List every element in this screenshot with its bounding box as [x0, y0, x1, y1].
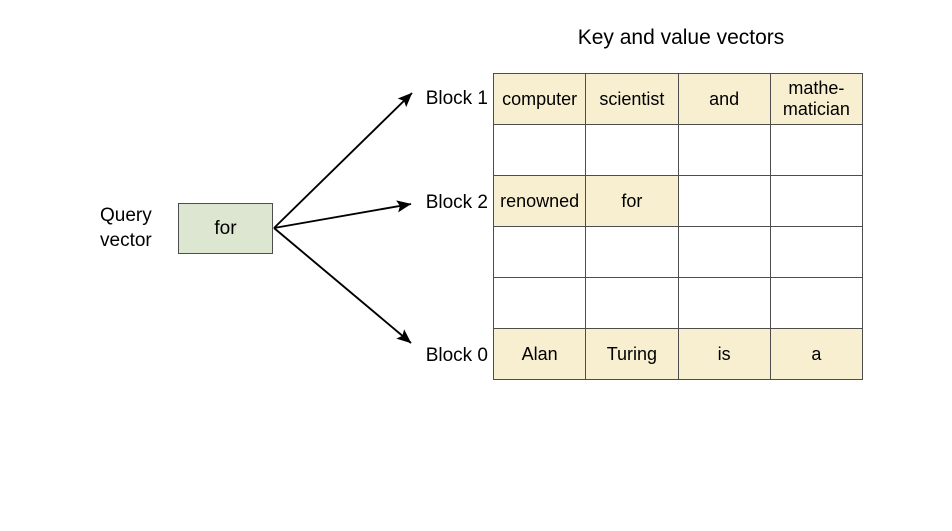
query-vector-label: Query vector: [100, 203, 176, 253]
block-label-2: Block 2: [425, 192, 488, 213]
query-vector-label-line2: vector: [100, 230, 152, 251]
table-cell: [585, 277, 679, 329]
block-label-0: Block 0: [425, 345, 488, 366]
page-title: Key and value vectors: [577, 26, 785, 49]
table-cell: for: [585, 175, 679, 227]
table-cell: [677, 226, 771, 278]
table-cell: is: [677, 328, 771, 380]
table-cell: [677, 124, 771, 176]
table-cell-line: mathe-: [788, 78, 845, 98]
table-cell: scientist: [585, 73, 679, 125]
table-row: [492, 124, 864, 176]
query-vector-token: for: [214, 217, 237, 239]
arrow-to-block-0: [273, 227, 412, 344]
table-row: [492, 277, 864, 329]
query-vector-label-line1: Query: [100, 205, 152, 226]
block-label-1: Block 1: [425, 88, 488, 109]
table-cell: [492, 277, 587, 329]
query-vector-box[interactable]: for: [178, 203, 273, 254]
table-cell: [585, 226, 679, 278]
table-cell: renowned: [492, 175, 587, 227]
arrow-to-block-2: [273, 200, 412, 229]
table-cell: [677, 277, 771, 329]
table-cell: [769, 124, 864, 176]
arrow-to-block-1: [273, 92, 413, 229]
table-cell: a: [769, 328, 864, 380]
table-cell: mathe-matician: [769, 73, 864, 125]
table-cell: [769, 226, 864, 278]
table-cell: [492, 226, 587, 278]
table-cell: [769, 175, 864, 227]
table-cell-line: matician: [782, 99, 850, 119]
table-cell: [492, 124, 587, 176]
table-cell: [769, 277, 864, 329]
table-cell: and: [677, 73, 771, 125]
table-row: [492, 226, 864, 278]
table-cell: computer: [492, 73, 587, 125]
table-cell: [585, 124, 679, 176]
table-cell: [677, 175, 771, 227]
table-cell: Alan: [492, 328, 587, 380]
table-cell: Turing: [585, 328, 679, 380]
